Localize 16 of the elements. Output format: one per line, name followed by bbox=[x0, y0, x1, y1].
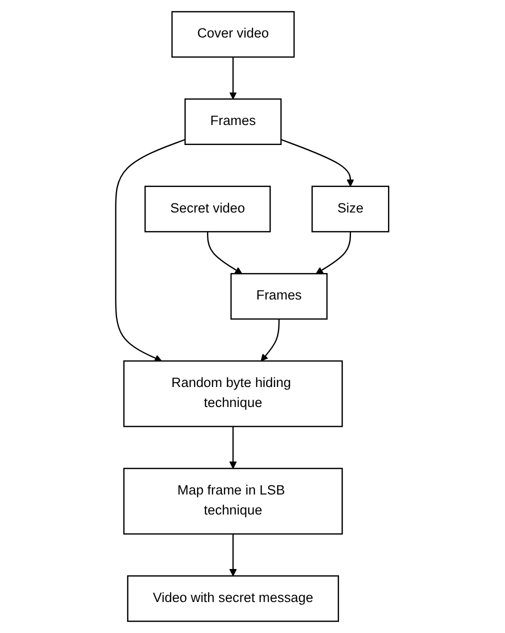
node-box: Frames bbox=[184, 98, 282, 145]
node-box: Random byte hiding technique bbox=[124, 360, 344, 428]
node-box: Map frame in LSB technique bbox=[124, 468, 344, 535]
arrow bbox=[230, 57, 238, 100]
arrow bbox=[281, 138, 354, 187]
arrow bbox=[207, 232, 243, 274]
node-box: Frames bbox=[230, 273, 328, 320]
arrow bbox=[230, 426, 238, 469]
arrow bbox=[115, 138, 186, 362]
arrow bbox=[230, 534, 238, 576]
node-box: Cover video bbox=[172, 11, 296, 58]
node-box: Secret video bbox=[144, 186, 272, 232]
node-box: Size bbox=[312, 186, 390, 232]
arrow bbox=[316, 232, 352, 274]
node-box: Video with secret message bbox=[127, 575, 340, 622]
arrow bbox=[261, 319, 280, 362]
